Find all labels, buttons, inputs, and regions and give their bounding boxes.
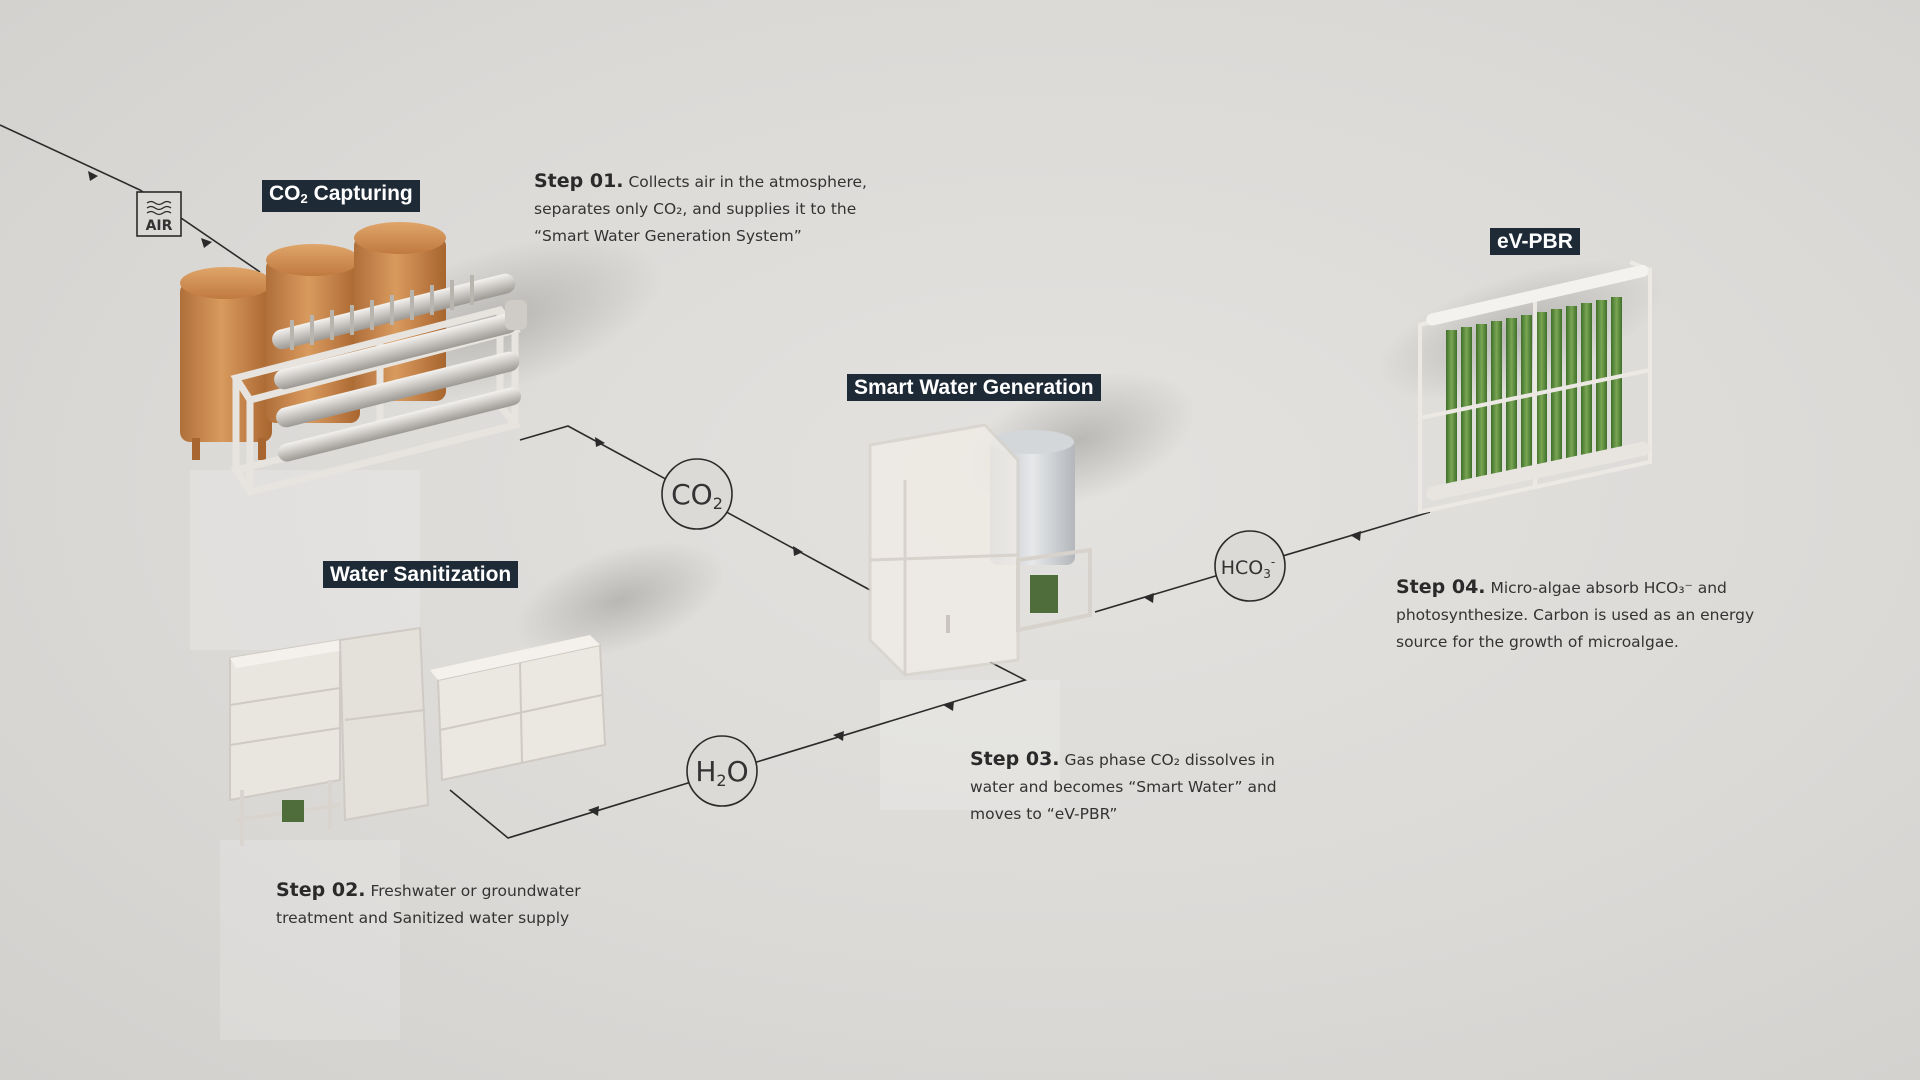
co2-node: CO2	[661, 458, 733, 530]
h2o-post: O	[727, 755, 749, 788]
h2o-pre: H	[695, 755, 716, 788]
co2-sub: 2	[713, 494, 723, 513]
hco3-node: HCO3-	[1214, 530, 1286, 602]
door-handle	[946, 615, 950, 633]
step-line: source for the growth of microalgae.	[1396, 633, 1679, 651]
header-pipe	[1426, 264, 1649, 326]
base-pipe	[1426, 441, 1650, 501]
air-node: AIR	[136, 191, 182, 237]
air-inlet-line	[0, 124, 261, 273]
pipe-risers	[290, 275, 474, 350]
ev-pbr-unit	[1418, 260, 1652, 515]
hco3-main: HCO	[1221, 557, 1264, 579]
pump	[282, 800, 304, 822]
step-line: Gas phase CO₂ dissolves in	[1064, 751, 1275, 769]
step-line: photosynthesize. Carbon is used as an en…	[1396, 606, 1755, 624]
step-line: Micro-algae absorb HCO₃⁻ and	[1490, 579, 1727, 597]
h2o-line	[449, 661, 1028, 839]
arrow-marker	[1350, 531, 1361, 541]
air-label: AIR	[146, 218, 173, 234]
pump	[1030, 575, 1058, 613]
h2o-node: H2O	[686, 735, 758, 807]
step-line: separates only CO₂, and supplies it to t…	[534, 200, 857, 218]
arrow-marker	[943, 701, 954, 711]
arrow-marker	[201, 238, 212, 248]
waves-icon	[146, 200, 172, 216]
step-number: Step 04.	[1396, 576, 1486, 598]
step-01-text: Step 01. Collects air in the atmosphere,…	[534, 168, 867, 250]
step-number: Step 03.	[970, 748, 1060, 770]
step-04-text: Step 04. Micro-algae absorb HCO₃⁻ and ph…	[1396, 574, 1754, 656]
h2o-sub: 2	[716, 771, 726, 790]
co2-capturing-label: CO2 Capturing	[262, 180, 420, 212]
co2-line	[519, 425, 871, 591]
step-line: Collects air in the atmosphere,	[628, 173, 867, 191]
svg-text:HCO3-: HCO3-	[1221, 555, 1276, 581]
ev-pbr-label: eV-PBR	[1490, 228, 1580, 255]
arrow-marker	[793, 546, 803, 556]
svg-text:CO2: CO2	[671, 478, 723, 513]
step-line: moves to “eV-PBR”	[970, 805, 1118, 823]
hco3-sup: -	[1271, 555, 1275, 569]
arrow-marker	[88, 171, 98, 181]
step-number: Step 02.	[276, 879, 366, 901]
step-line: Freshwater or groundwater	[370, 882, 581, 900]
svg-text:H2O: H2O	[695, 755, 748, 790]
arrow-marker	[1143, 593, 1154, 603]
orange-tank	[180, 267, 272, 460]
smart-water-generation-unit	[868, 423, 1092, 677]
water-sanitization-label: Water Sanitization	[323, 561, 519, 588]
step-line: “Smart Water Generation System”	[534, 227, 802, 245]
step-03-text: Step 03. Gas phase CO₂ dissolves in wate…	[970, 746, 1277, 828]
arrow-marker	[588, 806, 599, 816]
step-line: water and becomes “Smart Water” and	[970, 778, 1277, 796]
arrow-marker	[833, 731, 844, 741]
step-number: Step 01.	[534, 170, 624, 192]
step-line: treatment and Sanitized water supply	[276, 909, 570, 927]
co2-main: CO	[671, 478, 713, 511]
hco3-sub: 3	[1263, 567, 1271, 581]
smart-water-generation-label: Smart Water Generation	[847, 374, 1101, 401]
co2-capturing-unit	[180, 222, 527, 497]
valve	[505, 300, 527, 330]
step-02-text: Step 02. Freshwater or groundwater treat…	[276, 877, 581, 932]
arrow-marker	[595, 437, 605, 447]
water-sanitization-unit	[229, 626, 607, 846]
flow-arrows	[88, 171, 1361, 816]
algae-tubes	[1446, 297, 1622, 485]
